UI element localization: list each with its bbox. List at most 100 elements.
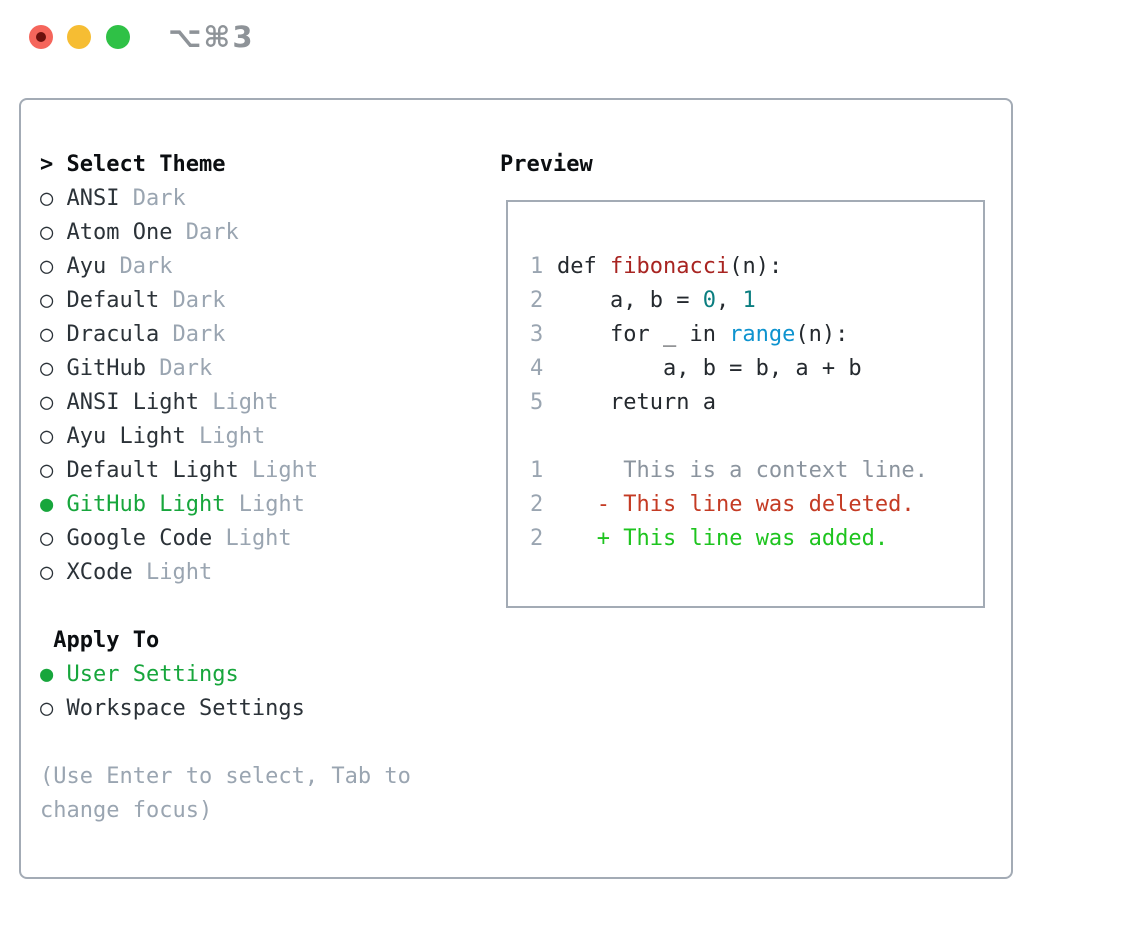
option-label: GitHub Light xyxy=(66,492,226,517)
line-number: 2 xyxy=(530,526,544,551)
line-number: 4 xyxy=(530,356,544,381)
code-segment-context: This is a context line. xyxy=(557,458,928,483)
radio-icon: ○ xyxy=(40,254,67,279)
code-line: 4 a, b = b, a + b xyxy=(508,352,983,386)
zoom-button[interactable] xyxy=(106,25,130,49)
help-line: (Use Enter to select, Tab to xyxy=(40,764,411,789)
theme-option-default-light[interactable]: ○ Default Light Light xyxy=(40,454,411,488)
code-segment-function: fibonacci xyxy=(609,254,730,279)
theme-option-xcode[interactable]: ○ XCode Light xyxy=(40,556,411,590)
help-line: change focus) xyxy=(40,798,213,823)
line-number: 2 xyxy=(530,288,544,313)
apply-list: ● User Settings○ Workspace Settings xyxy=(40,658,411,726)
theme-option-ayu[interactable]: ○ Ayu Dark xyxy=(40,250,411,284)
code-line: 5 return a xyxy=(508,386,983,420)
radio-selected-icon: ● xyxy=(40,492,67,517)
code-segment-deleted: - This line was deleted. xyxy=(596,492,915,517)
theme-picker-window: > Select Theme ○ ANSI Dark○ Atom One Dar… xyxy=(19,98,1013,879)
theme-option-dracula[interactable]: ○ Dracula Dark xyxy=(40,318,411,352)
code-segment-code: a, b = b, a + b xyxy=(557,356,862,381)
code-segment-code: , xyxy=(715,288,743,313)
theme-option-ansi-light[interactable]: ○ ANSI Light Light xyxy=(40,386,411,420)
option-variant-label: Light xyxy=(225,492,305,517)
help-text: (Use Enter to select, Tab to change focus… xyxy=(40,760,411,828)
apply-to-header: Apply To xyxy=(40,624,411,658)
focus-caret-icon: > xyxy=(40,152,67,177)
radio-icon: ○ xyxy=(40,424,67,449)
option-label: Default Light xyxy=(66,458,239,483)
code-segment-code xyxy=(557,492,597,517)
code-segment-code xyxy=(557,526,597,551)
code-line: 1 def fibonacci(n): xyxy=(508,250,983,284)
option-label: Atom One xyxy=(66,220,173,245)
theme-panel: > Select Theme ○ ANSI Dark○ Atom One Dar… xyxy=(40,148,411,828)
option-label: Dracula xyxy=(66,322,160,347)
theme-option-github[interactable]: ○ GitHub Dark xyxy=(40,352,411,386)
option-variant-label: Dark xyxy=(172,220,239,245)
code-line: 3 for _ in range(n): xyxy=(508,318,983,352)
line-number: 1 xyxy=(530,254,544,279)
radio-icon: ○ xyxy=(40,458,67,483)
option-label: Ayu Light xyxy=(66,424,186,449)
option-variant-label: Dark xyxy=(159,288,226,313)
code-segment-added: + This line was added. xyxy=(596,526,889,551)
option-label: User Settings xyxy=(66,662,239,687)
radio-icon: ○ xyxy=(40,526,67,551)
option-variant-label: Dark xyxy=(145,356,213,381)
apply-option-workspace-settings[interactable]: ○ Workspace Settings xyxy=(40,692,411,726)
close-dot-icon xyxy=(36,32,46,42)
radio-icon: ○ xyxy=(40,220,67,245)
theme-option-atom-one[interactable]: ○ Atom One Dark xyxy=(40,216,411,250)
theme-list: ○ ANSI Dark○ Atom One Dark○ Ayu Dark○ De… xyxy=(40,182,411,590)
theme-option-ayu-light[interactable]: ○ Ayu Light Light xyxy=(40,420,411,454)
code-segment-code: (n): xyxy=(795,322,849,347)
code-line xyxy=(508,420,983,454)
option-variant-label: Light xyxy=(132,560,213,585)
code-segment-code: a, b = xyxy=(557,288,703,313)
option-label: Google Code xyxy=(66,526,213,551)
theme-option-default[interactable]: ○ Default Dark xyxy=(40,284,411,318)
option-label: Default xyxy=(66,288,160,313)
line-number: 2 xyxy=(530,492,544,517)
option-label: ANSI xyxy=(66,186,120,211)
line-number: 1 xyxy=(530,458,544,483)
minimize-button[interactable] xyxy=(67,25,91,49)
apply-to-indent xyxy=(40,628,53,653)
option-label: Ayu xyxy=(66,254,107,279)
apply-to-title: Apply To xyxy=(53,628,160,653)
option-variant-label: Dark xyxy=(119,186,186,211)
option-label: XCode xyxy=(66,560,133,585)
line-number: 5 xyxy=(530,390,544,415)
option-variant-label: Dark xyxy=(159,322,226,347)
option-label: ANSI Light xyxy=(66,390,199,415)
code-segment-code: return a xyxy=(557,390,716,415)
radio-icon: ○ xyxy=(40,696,67,721)
radio-selected-icon: ● xyxy=(40,662,67,687)
code-segment-number: 0 xyxy=(702,288,716,313)
option-variant-label: Dark xyxy=(106,254,173,279)
radio-icon: ○ xyxy=(40,322,67,347)
theme-option-google-code[interactable]: ○ Google Code Light xyxy=(40,522,411,556)
option-label: GitHub xyxy=(66,356,146,381)
radio-icon: ○ xyxy=(40,288,67,313)
select-theme-title: Select Theme xyxy=(66,152,226,177)
code-segment-code: (n): xyxy=(729,254,783,279)
radio-icon: ○ xyxy=(40,186,67,211)
theme-option-github-light[interactable]: ● GitHub Light Light xyxy=(40,488,411,522)
apply-option-user-settings[interactable]: ● User Settings xyxy=(40,658,411,692)
code-line: 2 - This line was deleted. xyxy=(508,488,983,522)
radio-icon: ○ xyxy=(40,356,67,381)
option-variant-label: Light xyxy=(198,390,279,415)
line-number: 3 xyxy=(530,322,544,347)
close-button[interactable] xyxy=(29,25,53,49)
code-line: 2 a, b = 0, 1 xyxy=(508,284,983,318)
select-theme-header: > Select Theme xyxy=(40,148,411,182)
code-segment-code: def xyxy=(557,254,610,279)
code-segment-number: 1 xyxy=(742,288,756,313)
option-label: Workspace Settings xyxy=(66,696,305,721)
window-shortcut-label: ⌥⌘3 xyxy=(168,20,255,54)
theme-option-ansi[interactable]: ○ ANSI Dark xyxy=(40,182,411,216)
option-variant-label: Light xyxy=(185,424,266,449)
option-variant-label: Light xyxy=(212,526,292,551)
